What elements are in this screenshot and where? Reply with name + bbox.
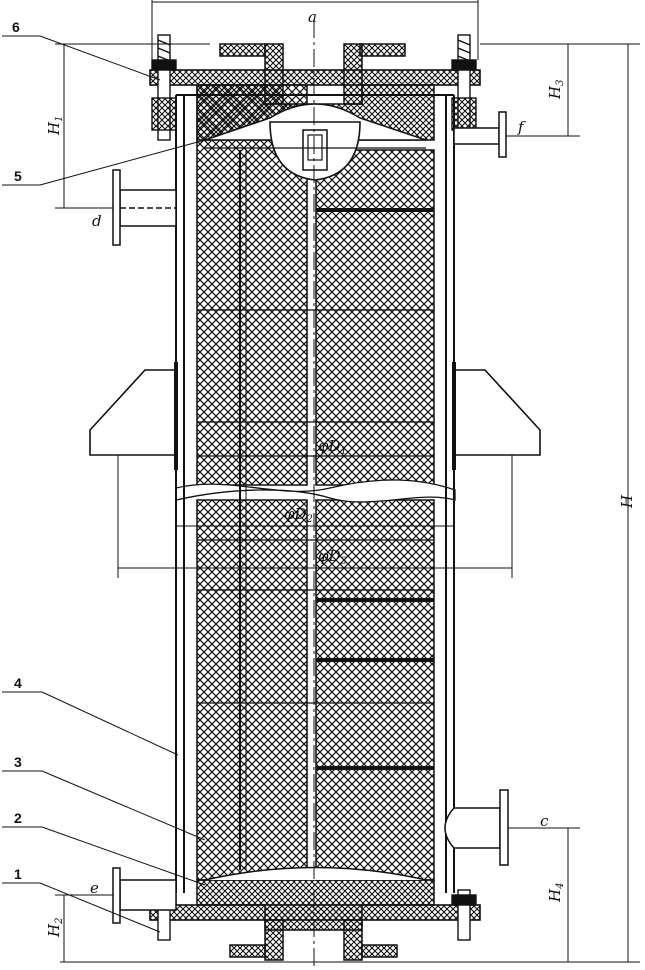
part-number-4: 4 (14, 675, 22, 691)
distributor-stem (302, 129, 328, 171)
bottom-nozzle-flange-right (361, 944, 398, 958)
support-lug-right (453, 369, 541, 456)
support-lug-left (89, 369, 177, 456)
top-cover-plate (149, 69, 481, 86)
nozzle-label-f: f (517, 118, 526, 136)
nozzle-d (112, 169, 177, 246)
part-number-5: 5 (14, 168, 22, 184)
dim-label-a: a (308, 8, 317, 26)
top-nozzle-flange-right (359, 43, 406, 57)
bottom-flange-plate (149, 904, 481, 921)
top-nozzle-flange-left (219, 43, 266, 57)
part-number-1: 1 (14, 866, 22, 882)
top-nozzle-neck-left (264, 43, 284, 105)
bottom-nozzle-neck-right (343, 919, 363, 961)
nozzle-c (444, 789, 509, 866)
dim-label-D3: φD3 (318, 547, 347, 567)
lower-packing-right (315, 499, 435, 881)
lower-packing-left (196, 499, 308, 881)
nozzle-label-e: e (90, 879, 99, 897)
bottom-nozzle-flange-left (229, 944, 266, 958)
top-nozzle-neck-right (343, 43, 363, 105)
dim-label-H: H (618, 494, 636, 509)
leader-lines (2, 35, 206, 933)
top-right-bolt (451, 34, 477, 141)
part-number-3: 3 (14, 754, 22, 770)
shell (175, 94, 455, 893)
nozzle-f (453, 111, 507, 158)
dim-label-H4: H4 (546, 883, 566, 903)
nozzle-label-c: c (540, 812, 549, 830)
part-number-2: 2 (14, 810, 22, 826)
bottom-nozzle-neck-left (264, 919, 284, 961)
nozzle-e (112, 867, 177, 924)
nozzle-label-d: d (92, 212, 102, 230)
dimension-lines (55, 0, 640, 963)
part-number-6: 6 (12, 19, 20, 35)
dim-label-H2: H2 (45, 918, 65, 938)
dim-label-D1: φD1 (318, 437, 347, 457)
dim-label-H1: H1 (45, 116, 65, 136)
bottom-right-bolt (451, 889, 477, 941)
dim-label-H3: H3 (546, 80, 566, 100)
bottom-support-plate (204, 866, 427, 881)
tray-plates (316, 208, 434, 770)
top-left-bolt (151, 34, 177, 141)
upper-packing-right (315, 149, 435, 486)
dim-label-D2: φD2 (284, 505, 313, 525)
